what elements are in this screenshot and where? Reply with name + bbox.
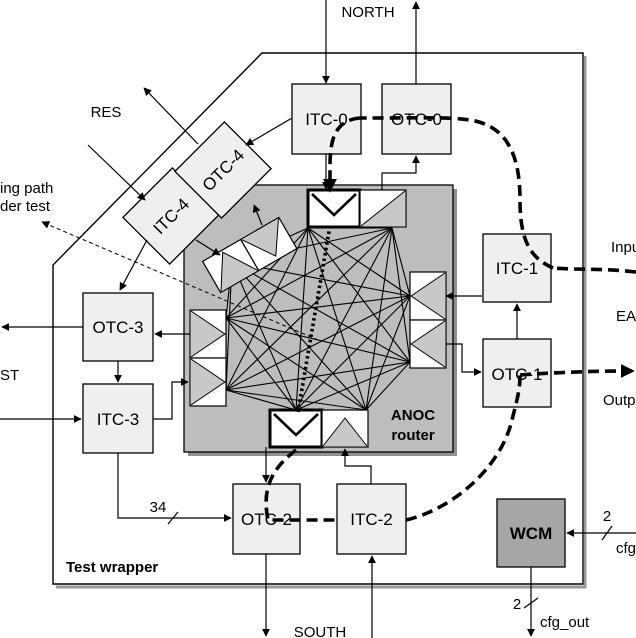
router-label-line2: router: [391, 427, 435, 444]
otc-1-label: OTC-1: [492, 365, 543, 384]
otc-3-label: OTC-3: [93, 318, 144, 337]
cfg-out-label: cfg_out: [540, 614, 590, 631]
test-wrapper-shadow: [56, 56, 587, 589]
south-label: SOUTH: [294, 624, 347, 638]
cfg-in-label: cfg: [616, 540, 636, 557]
router-port-south: [268, 408, 369, 449]
input-label: Inpu: [611, 239, 636, 256]
output-label: Outp: [603, 392, 636, 409]
otc-2-label: OTC-2: [241, 510, 292, 529]
itc-1-label: ITC-1: [496, 259, 539, 278]
test-wrapper-outline: [52, 52, 584, 585]
test-wrapper-label: Test wrapper: [66, 559, 158, 576]
itc-1-block: ITC-1: [482, 233, 552, 303]
router-port-west: [189, 309, 227, 407]
router-port-east: [409, 271, 447, 369]
bus-width-label: 34: [150, 499, 167, 516]
itc-3-block: ITC-3: [82, 383, 154, 454]
itc-2-label: ITC-2: [350, 510, 393, 529]
crossbar-test-path: [296, 225, 332, 413]
cfg-out-width-label: 2: [513, 596, 521, 613]
crossbar-mesh: [225, 227, 411, 411]
east-label: EA: [616, 308, 636, 325]
wcm-label: WCM: [510, 524, 552, 543]
router-port-northwest: [201, 216, 298, 294]
itc-3-label: ITC-3: [97, 410, 140, 429]
test-path-leader: [41, 221, 319, 341]
router-port-north: [306, 188, 407, 229]
test-path-dashed: [264, 116, 636, 522]
cfg-in-width-label: 2: [603, 508, 611, 525]
router-label-line1: ANOC: [391, 407, 435, 424]
otc-3-block: OTC-3: [82, 292, 154, 362]
testing-path-label-line1: ing path: [0, 180, 53, 197]
testing-path-label-line2: der test: [0, 198, 51, 215]
wcm-block: WCM: [496, 498, 566, 568]
itc-2-block: ITC-2: [336, 483, 407, 555]
itc-0-label: ITC-0: [305, 110, 348, 129]
north-label: NORTH: [341, 4, 394, 21]
res-label: RES: [91, 104, 122, 121]
st-label: ST: [0, 367, 19, 384]
otc-4-block: OTC-4: [173, 120, 273, 220]
